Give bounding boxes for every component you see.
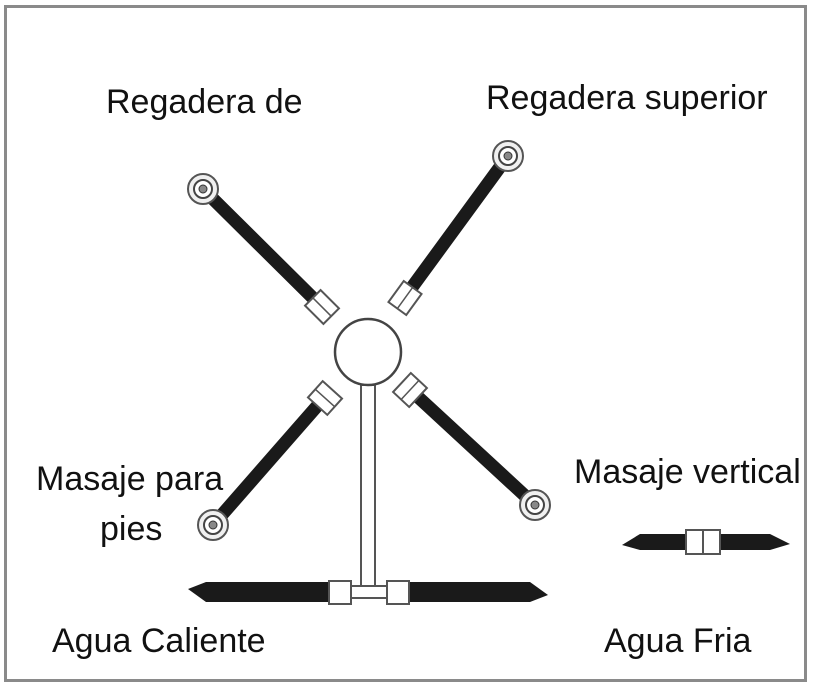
label-bottom-left-line2: pies	[100, 510, 163, 548]
arm-top-right	[387, 140, 524, 316]
arm-bottom-right	[392, 371, 551, 521]
label-top-left: Regadera de	[106, 83, 303, 121]
arm-bottom-left	[197, 380, 344, 541]
nozzle-icon	[492, 140, 524, 172]
label-right-middle: Masaje vertical	[574, 453, 801, 491]
central-hub	[333, 317, 403, 387]
vertical-riser	[360, 384, 376, 596]
label-bottom-left-line1: Masaje para	[36, 460, 224, 498]
diagram-frame	[4, 5, 807, 682]
nozzle-icon	[519, 489, 551, 521]
nozzle-icon	[187, 173, 219, 205]
label-top-right: Regadera superior	[486, 79, 768, 117]
nozzle-icon	[197, 509, 229, 541]
label-cold-water: Agua Fria	[604, 622, 752, 660]
coupling	[328, 580, 352, 605]
coupling	[386, 580, 410, 605]
label-hot-water: Agua Caliente	[52, 622, 266, 660]
supply-pipe	[188, 580, 548, 605]
arm-top-left	[187, 173, 340, 325]
vertical-massage-fitting	[622, 529, 790, 555]
